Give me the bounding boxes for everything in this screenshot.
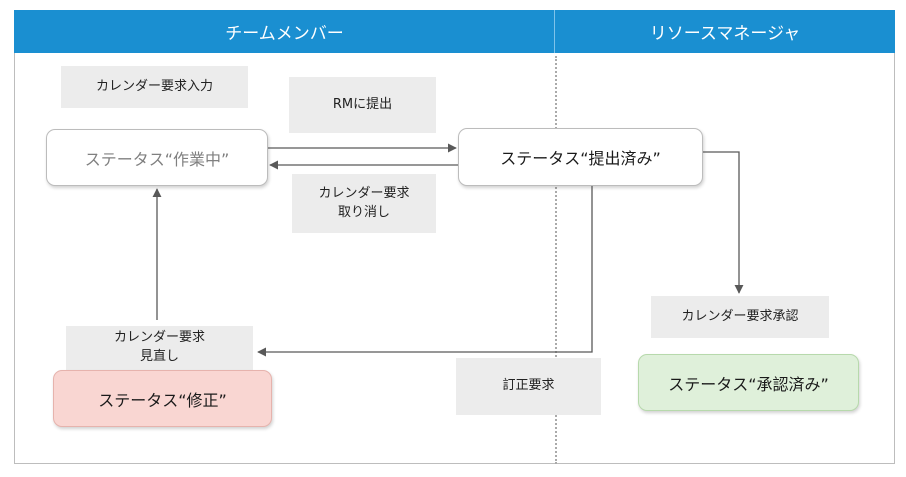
status-revision: ステータス“修正” <box>53 370 272 427</box>
label-correction-request: 訂正要求 <box>456 358 601 415</box>
label-calendar-input: カレンダー要求入力 <box>61 66 248 108</box>
label-calendar-approval-text: カレンダー要求承認 <box>681 308 799 324</box>
status-in-progress: ステータス“作業中” <box>46 129 268 186</box>
label-submit-to-rm: RMに提出 <box>289 77 436 133</box>
label-calendar-review: カレンダー要求 見直し <box>66 326 253 370</box>
label-calendar-approval: カレンダー要求承認 <box>651 296 829 338</box>
label-calendar-input-text: カレンダー要求入力 <box>95 78 213 94</box>
label-calendar-review-line1: カレンダー要求 <box>113 330 205 346</box>
lane-header-resource-manager: リソースマネージャ <box>555 10 895 53</box>
lane-header-team-member: チームメンバー <box>14 10 555 53</box>
label-calendar-cancel: カレンダー要求 取り消し <box>292 174 436 233</box>
status-approved: ステータス“承認済み” <box>638 354 859 411</box>
status-in-progress-text: ステータス“作業中” <box>84 149 230 169</box>
arrow-approve <box>703 151 744 294</box>
status-submitted-text: ステータス“提出済み” <box>500 149 661 168</box>
label-calendar-review-line2: 見直し <box>139 349 179 364</box>
label-calendar-cancel-line1: カレンダー要求 <box>318 185 410 201</box>
status-revision-text: ステータス“修正” <box>98 390 227 410</box>
header-separator <box>554 10 555 53</box>
status-submitted: ステータス“提出済み” <box>458 128 703 186</box>
lane-divider <box>555 56 557 464</box>
status-approved-text: ステータス“承認済み” <box>668 374 829 394</box>
label-correction-request-text: 訂正要求 <box>502 378 555 394</box>
arrow-correction <box>257 186 593 357</box>
label-calendar-cancel-line2: 取り消し <box>337 204 390 220</box>
label-submit-to-rm-text: RMに提出 <box>332 96 393 112</box>
